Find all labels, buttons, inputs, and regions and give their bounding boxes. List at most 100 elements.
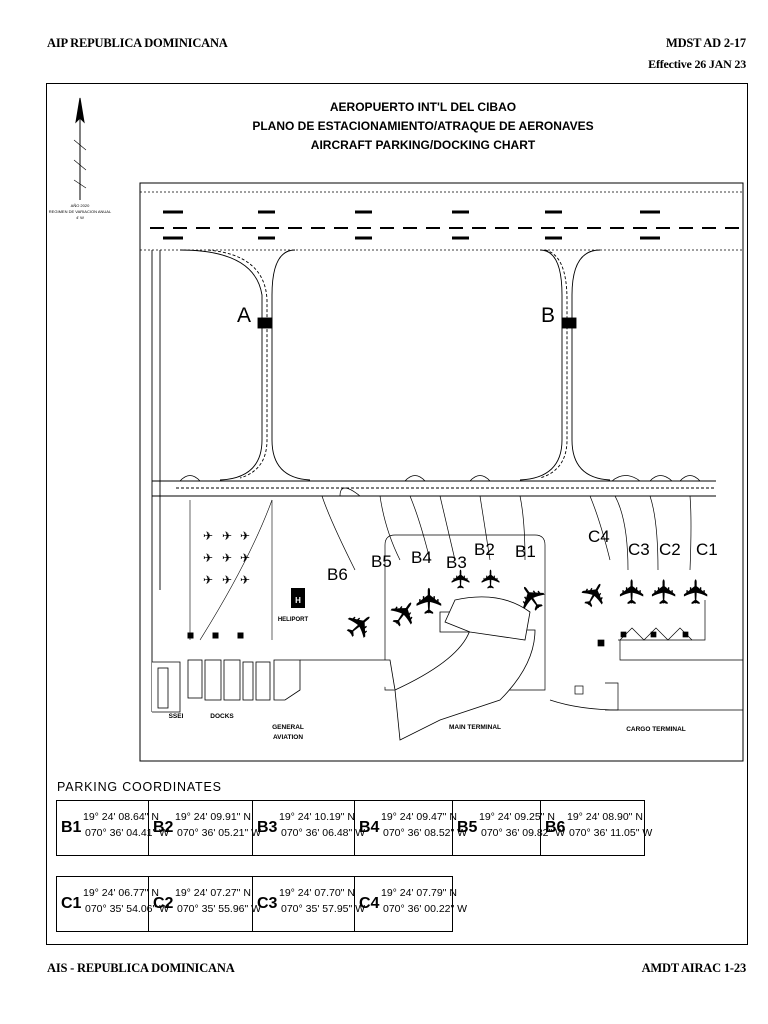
latitude: 19° 24' 06.77" N	[83, 887, 159, 899]
main-terminal-label: MAIN TERMINAL	[449, 724, 501, 731]
north-arrow-icon	[73, 97, 87, 200]
header-effective-date: Effective 26 JAN 23	[648, 57, 746, 71]
footer-amendment: AMDT AIRAC 1-23	[641, 961, 747, 975]
stand-label-c3: C3	[628, 540, 650, 559]
latitude: 19° 24' 09.47" N	[381, 811, 457, 823]
latitude: 19° 24' 08.64" N	[83, 811, 159, 823]
cargo-terminal-label: CARGO TERMINAL	[626, 726, 686, 733]
header-page-code: MDST AD 2-17	[665, 36, 746, 50]
map-border	[139, 182, 744, 762]
svg-text:✈: ✈	[222, 573, 232, 587]
svg-text:✈: ✈	[203, 573, 213, 587]
svg-text:✈: ✈	[335, 600, 384, 651]
stand-labels: B6 B5 B4 B3 B2 B1 C4 C3 C2 C1	[327, 527, 718, 584]
svg-text:H: H	[295, 596, 301, 605]
chart-frame	[46, 83, 748, 945]
svg-text:✈: ✈	[222, 529, 232, 543]
svg-text:✈: ✈	[409, 586, 450, 616]
longitude: 070° 36' 05.21" W	[177, 827, 262, 839]
latitude: 19° 24' 07.70" N	[279, 887, 355, 899]
latitude: 19° 24' 07.27" N	[175, 887, 251, 899]
main-apron-outline	[384, 534, 546, 691]
svg-text:✈: ✈	[614, 578, 652, 607]
stand-label-c2: C2	[659, 540, 681, 559]
stand-label-b2: B2	[474, 540, 495, 559]
taxiway-network	[151, 249, 716, 712]
stand-id: C3	[257, 895, 278, 912]
footer-left-title: AIS - REPUBLICA DOMINICANA	[47, 961, 235, 975]
svg-text:✈: ✈	[203, 551, 213, 565]
parking-coordinates-heading: PARKING COORDINATES	[57, 780, 222, 794]
stand-label-b3: B3	[446, 553, 467, 572]
stand-label-b4: B4	[411, 548, 432, 567]
north-note-year: AÑO 2020	[71, 203, 90, 208]
taxiway-a-label: A	[237, 304, 251, 327]
svg-text:✈: ✈	[476, 568, 506, 590]
svg-text:✈: ✈	[572, 573, 619, 617]
longitude: 070° 36' 11.05" W	[569, 827, 653, 839]
chart-title-line-1: AEROPUERTO INT'L DEL CIBAO	[330, 100, 516, 114]
longitude: 070° 35' 55.96" W	[177, 903, 262, 915]
stand-id: C4	[359, 895, 380, 912]
header-left-title: AIP REPUBLICA DOMINICANA	[47, 36, 228, 50]
taxiway-b-label: B	[541, 304, 555, 327]
stand-id: B1	[61, 819, 82, 836]
longitude: 070° 36' 09.82" W	[481, 827, 566, 839]
chart-title-line-2: PLANO DE ESTACIONAMIENTO/ATRAQUE DE AERO…	[252, 119, 593, 133]
svg-text:✈: ✈	[240, 551, 250, 565]
stand-label-b1: B1	[515, 542, 536, 561]
heliport-pad: H	[291, 588, 305, 608]
stand-id: B3	[257, 819, 278, 836]
stand-id: C2	[153, 895, 174, 912]
latitude: 19° 24' 07.79" N	[381, 887, 457, 899]
svg-text:✈: ✈	[646, 578, 684, 607]
stand-id: B5	[457, 819, 478, 836]
longitude: 070° 35' 57.95" W	[281, 903, 366, 915]
latitude: 19° 24' 09.91" N	[175, 811, 251, 823]
stand-label-c4: C4	[588, 527, 610, 546]
stand-label-b6: B6	[327, 565, 348, 584]
longitude: 070° 36' 08.52" W	[383, 827, 468, 839]
lower-buildings	[152, 659, 396, 713]
stand-lead-in-lines	[179, 475, 701, 571]
main-terminal-building	[394, 596, 536, 741]
stand-id: B2	[153, 819, 174, 836]
general-aviation-stands: ✈✈✈ ✈✈✈ ✈✈✈	[187, 499, 273, 641]
runway	[140, 191, 743, 251]
latitude: 19° 24' 08.90" N	[567, 811, 643, 823]
longitude: 070° 36' 06.48" W	[281, 827, 366, 839]
north-note-value: 4' W	[76, 215, 84, 220]
svg-text:✈: ✈	[203, 529, 213, 543]
svg-text:✈: ✈	[446, 568, 476, 590]
latitude: 19° 24' 10.19" N	[279, 811, 355, 823]
stand-id: B6	[545, 819, 566, 836]
aircraft-icons-c-stands: ✈ ✈ ✈ ✈	[572, 573, 716, 617]
general-aviation-label-line-2: AVIATION	[273, 734, 303, 741]
svg-text:✈: ✈	[240, 529, 250, 543]
svg-text:✈: ✈	[222, 551, 232, 565]
stand-id: C1	[61, 895, 82, 912]
longitude: 070° 36' 00.22" W	[383, 903, 468, 915]
north-note-variation: REGIMEN DE VARIACION ANUAL	[49, 209, 112, 214]
cargo-apron	[549, 600, 743, 711]
stand-label-c1: C1	[696, 540, 718, 559]
heliport-label: HELIPORT	[278, 617, 309, 623]
chart-title-line-3: AIRCRAFT PARKING/DOCKING CHART	[311, 138, 536, 152]
ssei-label: SSEI	[169, 713, 184, 720]
general-aviation-label-line-1: GENERAL	[272, 724, 304, 731]
stand-id: B4	[359, 819, 380, 836]
latitude: 19° 24' 09.25" N	[479, 811, 555, 823]
stand-label-b5: B5	[371, 552, 392, 571]
docks-label: DOCKS	[210, 713, 234, 720]
